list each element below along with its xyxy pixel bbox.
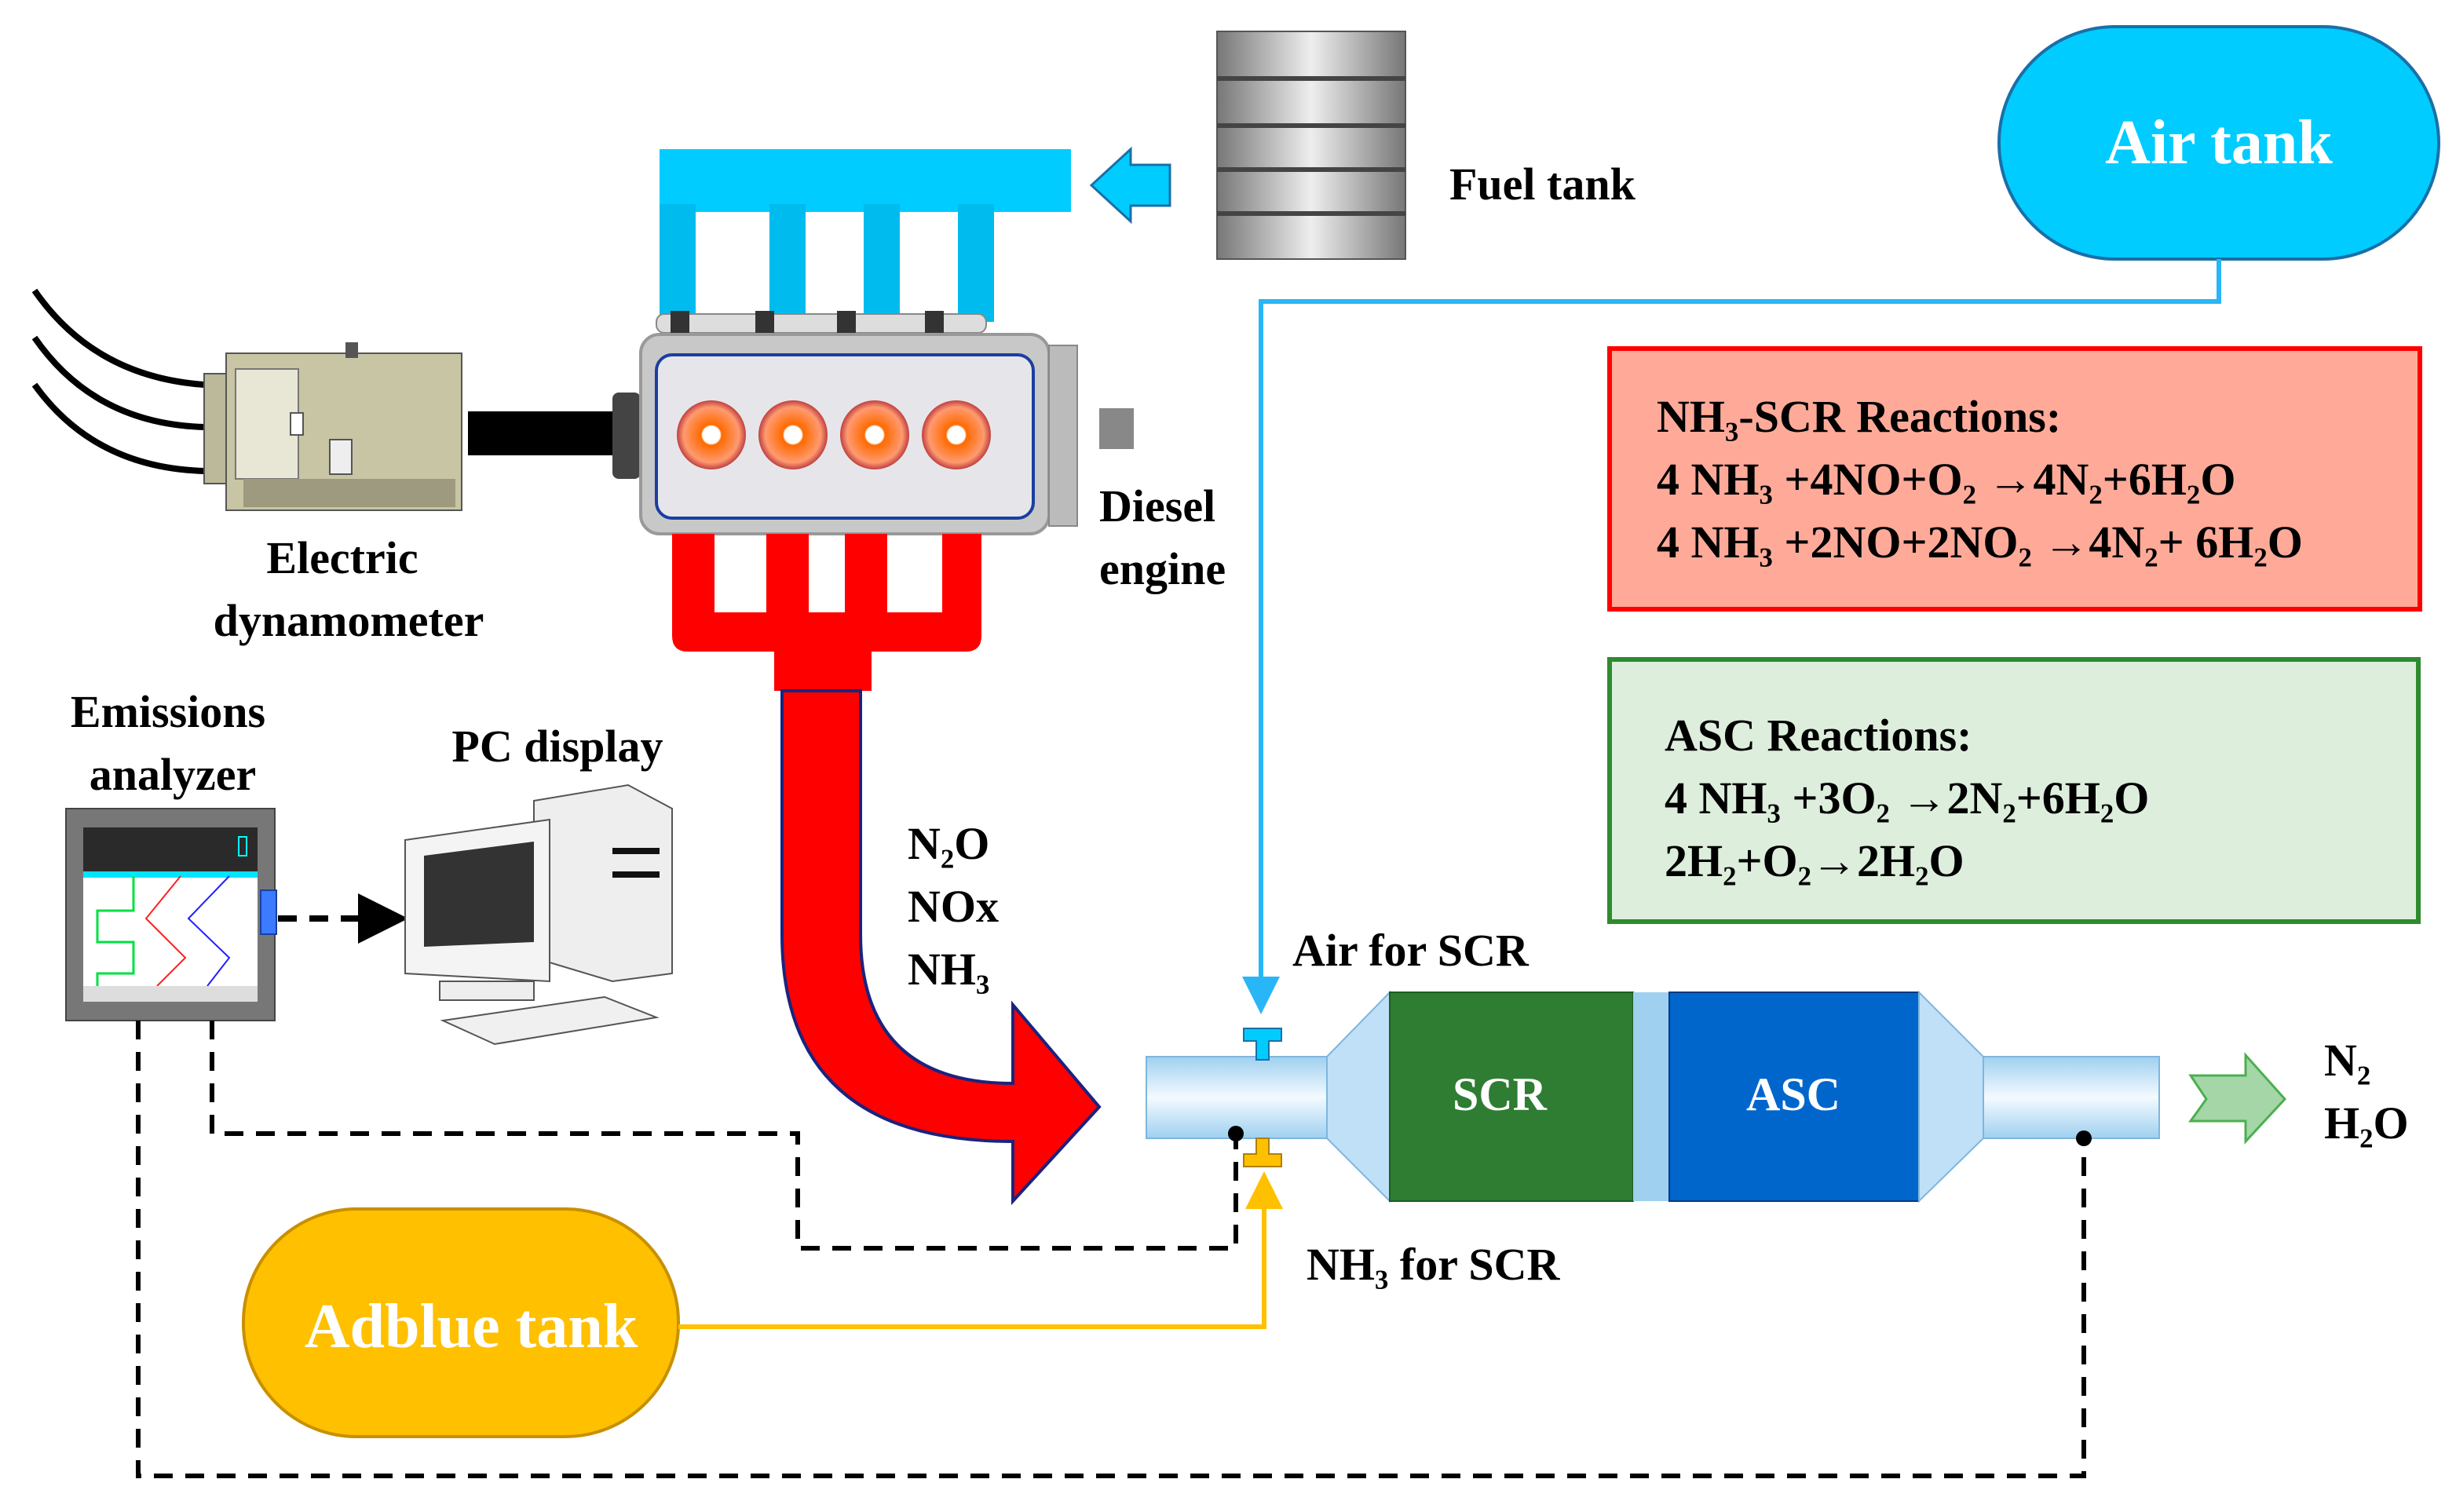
asc-reactions-box: ASC Reactions: 4 NH₃ +3O₂ →2N₂+6H₂O 2H₂+…	[1607, 657, 2421, 924]
analyzer-label: Emissions	[71, 686, 265, 737]
species-label: NOx	[908, 881, 999, 932]
dynamometer-label: dynamometer	[214, 595, 484, 646]
air-for-scr-label: Air for SCR	[1292, 925, 1530, 976]
fuel-tank-icon	[1216, 31, 1406, 260]
intake-manifold	[660, 149, 1071, 322]
adblue-tank-label: Adblue tank	[305, 1292, 638, 1361]
species-label: N₂O	[908, 818, 989, 869]
asc-catalyst	[1668, 992, 1920, 1202]
sampling-point	[2076, 1130, 2092, 1146]
air-tank-label: Air tank	[2105, 108, 2333, 177]
species-label: NH₃	[908, 944, 989, 995]
nh3-for-scr-label: NH₃ for SCR	[1307, 1239, 1561, 1290]
output-label: H₂O	[2324, 1097, 2409, 1149]
diesel-engine-icon	[612, 311, 1134, 535]
asc-label: ASC	[1746, 1068, 1840, 1120]
air-injector-icon	[1243, 1028, 1282, 1061]
scr-reactions-title: NH₃-SCR Reactions:	[1657, 391, 2061, 442]
emissions-analyzer-icon	[65, 808, 277, 1021]
engine-label: Diesel	[1099, 480, 1215, 531]
fuel-tank-label: Fuel tank	[1449, 159, 1636, 210]
pc-display-label: PC display	[451, 721, 663, 772]
sampling-point	[1228, 1126, 1244, 1141]
outlet-arrow-icon	[2188, 1052, 2287, 1145]
engine-label: engine	[1099, 543, 1226, 594]
adblue-injector-icon	[1243, 1138, 1282, 1167]
scr-reaction: 4 NH₃ +2NO+2NO₂ →4N₂+ 6H₂O	[1657, 517, 2303, 568]
adblue-line	[678, 1171, 1283, 1329]
air-line	[1242, 259, 2221, 1014]
scr-label: SCR	[1453, 1068, 1548, 1120]
asc-reaction: 2H₂+O₂→2H₂O	[1665, 835, 1964, 886]
sampling-line-outlet	[136, 1021, 2086, 1478]
aftertreatment-system	[1146, 990, 2160, 1203]
exhaust-flow	[672, 534, 1102, 1206]
scr-reactions-box: NH₃-SCR Reactions: 4 NH₃ +4NO+O₂ →4N₂+6H…	[1607, 346, 2422, 612]
analyzer-label: analyzer	[90, 749, 257, 800]
adblue-tank	[242, 1207, 680, 1438]
fuel-arrow-icon	[1089, 146, 1171, 225]
sampling-line-inlet	[210, 1021, 1238, 1251]
pc-display-icon	[404, 783, 673, 1046]
output-label: N₂	[2324, 1035, 2370, 1086]
dynamometer-label: Electric	[266, 532, 418, 583]
asc-reactions-title: ASC Reactions:	[1665, 710, 1972, 761]
asc-reaction: 4 NH₃ +3O₂ →2N₂+6H₂O	[1665, 772, 2149, 824]
scr-reaction: 4 NH₃ +4NO+O₂ →4N₂+6H₂O	[1657, 454, 2235, 505]
dynamometer-icon	[31, 288, 620, 511]
